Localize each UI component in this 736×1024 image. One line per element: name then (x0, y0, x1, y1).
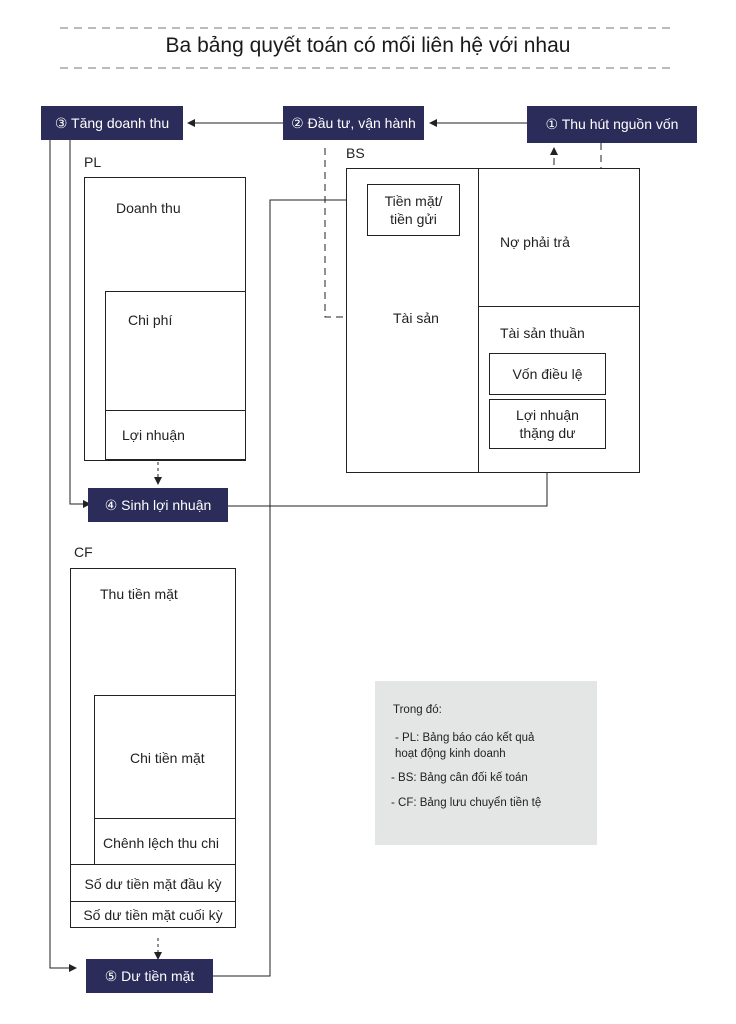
bs-assets-label: Tài sản (393, 310, 439, 326)
cf-closing-balance-label: Số dư tiền mặt cuối kỳ (83, 907, 223, 923)
bs-cash-line1: Tiền mặt/ (384, 193, 443, 209)
legend-panel: Trong đó: - PL: Bảng báo cáo kết quả hoạ… (375, 681, 597, 845)
pl-revenue-label: Doanh thu (116, 200, 181, 216)
arrow-s3-to-s5 (49, 140, 77, 972)
step-1-raise-capital: ① Thu hút nguồn vốn (527, 106, 697, 143)
cf-net-flow-label: Chênh lệch thu chi (103, 835, 219, 851)
bs-liabilities-label: Nợ phải trả (500, 234, 570, 250)
legend-pl-line2: hoạt động kinh doanh (395, 748, 506, 760)
cf-cash-in-label: Thu tiền mặt (100, 586, 178, 602)
pl-expenses-box (105, 291, 246, 413)
bs-retained-line1: Lợi nhuận (516, 407, 579, 423)
pl-profit-box (105, 410, 246, 460)
cf-opening-balance-box (70, 864, 236, 902)
bs-cash-label: Tiền mặt/ tiền gửi (367, 192, 460, 228)
bs-retained-line2: thặng dư (519, 425, 576, 441)
pl-label: PL (84, 154, 102, 170)
arrow-s5-to-cash (213, 196, 361, 977)
bs-divider-vertical (478, 168, 479, 473)
arrow-s4-to-retained (228, 457, 551, 507)
legend-heading: Trong đó: (393, 704, 442, 716)
cf-net-flow-box (94, 818, 236, 865)
cf-closing-balance-box (70, 901, 236, 928)
page-title: Ba bảng quyết toán có mối liên hệ với nh… (165, 34, 571, 57)
bs-cash-line2: tiền gửi (390, 211, 437, 227)
pl-expenses-label: Chi phí (128, 312, 173, 328)
legend-pl-line1: - PL: Bảng báo cáo kết quả (395, 732, 535, 744)
step-4-generate-profit: ④ Sinh lợi nhuận (88, 488, 228, 522)
legend-bs: - BS: Bảng cân đối kế toán (391, 772, 528, 784)
cf-label: CF (74, 544, 93, 560)
bs-divider-horizontal (478, 306, 640, 307)
step-5-cash-surplus: ⑤ Dư tiền mặt (86, 959, 213, 993)
cf-opening-balance-label: Số dư tiền mặt đầu kỳ (84, 876, 222, 892)
legend-cf: - CF: Bảng lưu chuyển tiền tệ (391, 797, 542, 809)
bs-retained-earnings-label: Lợi nhuận thặng dư (489, 406, 606, 442)
bs-charter-capital-box (489, 353, 606, 395)
arrow-s3-to-s4 (69, 140, 91, 508)
step-2-invest-operate: ② Đầu tư, vận hành (283, 106, 424, 140)
cf-cash-out-box (94, 695, 236, 820)
bs-retained-earnings-box (489, 399, 606, 449)
cf-cash-out-label: Chi tiền mặt (130, 750, 205, 766)
bs-cash-box (367, 184, 460, 236)
bs-charter-capital-label: Vốn điều lệ (512, 366, 583, 382)
bs-net-assets-label: Tài sản thuần (500, 325, 585, 341)
step-3-increase-revenue: ③ Tăng doanh thu (41, 106, 183, 140)
pl-profit-label: Lợi nhuận (122, 427, 185, 443)
bs-label: BS (346, 145, 365, 161)
